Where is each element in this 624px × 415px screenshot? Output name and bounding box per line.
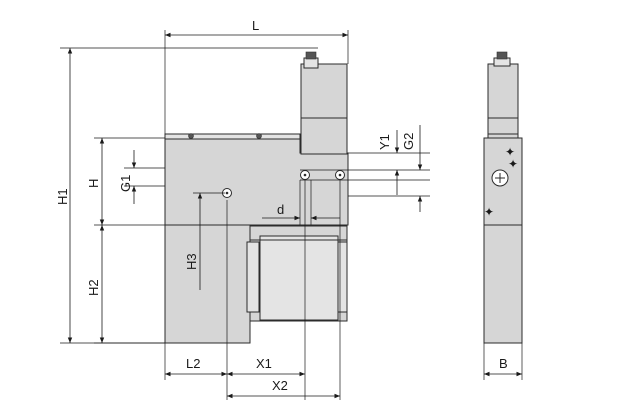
dim-label-G1: G1: [118, 175, 133, 192]
dim-label-H: H: [86, 179, 101, 188]
front-dimensions: L H1 H G1 H2 H3 Y1: [55, 18, 430, 400]
side-sensor-housing: [487, 63, 519, 139]
svg-text:✦: ✦: [484, 205, 494, 219]
sensor-housing: [300, 63, 348, 155]
side-view: ✦ ✦ ✦: [483, 51, 523, 344]
dim-label-H1: H1: [55, 188, 70, 205]
front-view: [164, 51, 349, 344]
dim-label-L: L: [252, 18, 259, 33]
top-lip: [164, 133, 301, 140]
dim-label-X1: X1: [256, 356, 272, 371]
dim-label-Y1: Y1: [377, 134, 392, 150]
svg-text:✦: ✦: [505, 145, 515, 159]
side-lower-housing: [483, 224, 523, 344]
svg-text:✦: ✦: [508, 157, 518, 171]
dim-label-B: B: [499, 356, 508, 371]
slide-inner: [259, 235, 339, 321]
dim-label-H3: H3: [184, 253, 199, 270]
side-dimensions: B: [483, 343, 523, 380]
dim-label-H2: H2: [86, 279, 101, 296]
dim-label-X2: X2: [272, 378, 288, 393]
dim-label-G2: G2: [401, 133, 416, 150]
dim-label-L2: L2: [186, 356, 200, 371]
lower-housing: [164, 224, 251, 344]
sensor-plug: [303, 57, 319, 69]
dim-label-d: d: [277, 202, 284, 217]
